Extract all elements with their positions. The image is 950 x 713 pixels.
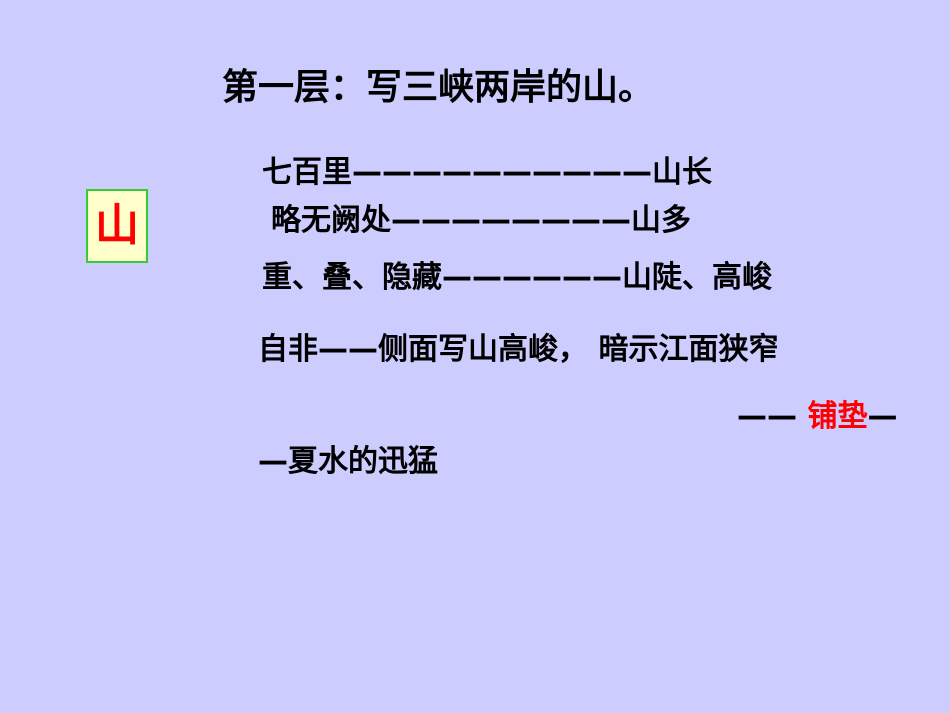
line-conclusion-continuation: —夏水的迅猛 — [258, 444, 438, 479]
line-zifei: 自非——侧面写山高峻， 暗示江面狭窄 — [258, 332, 779, 367]
conclusion-lead: —— — [737, 399, 808, 434]
conclusion-highlight: 铺垫 — [807, 399, 868, 434]
mountain-character: 山 — [95, 200, 139, 251]
line-lueweiquechu: 略无阙处————————山多 — [271, 203, 691, 238]
conclusion-tail: — — [867, 399, 898, 434]
line-qibaili: 七百里——————————山长 — [262, 155, 712, 190]
line-chongdieyincang: 重、叠、隐藏——————山陡、高峻 — [262, 260, 772, 295]
slide-title: 第一层：写三峡两岸的山。 — [222, 67, 655, 108]
mountain-badge: 山 — [86, 189, 148, 263]
line-conclusion: —— 铺垫— — [737, 397, 897, 437]
